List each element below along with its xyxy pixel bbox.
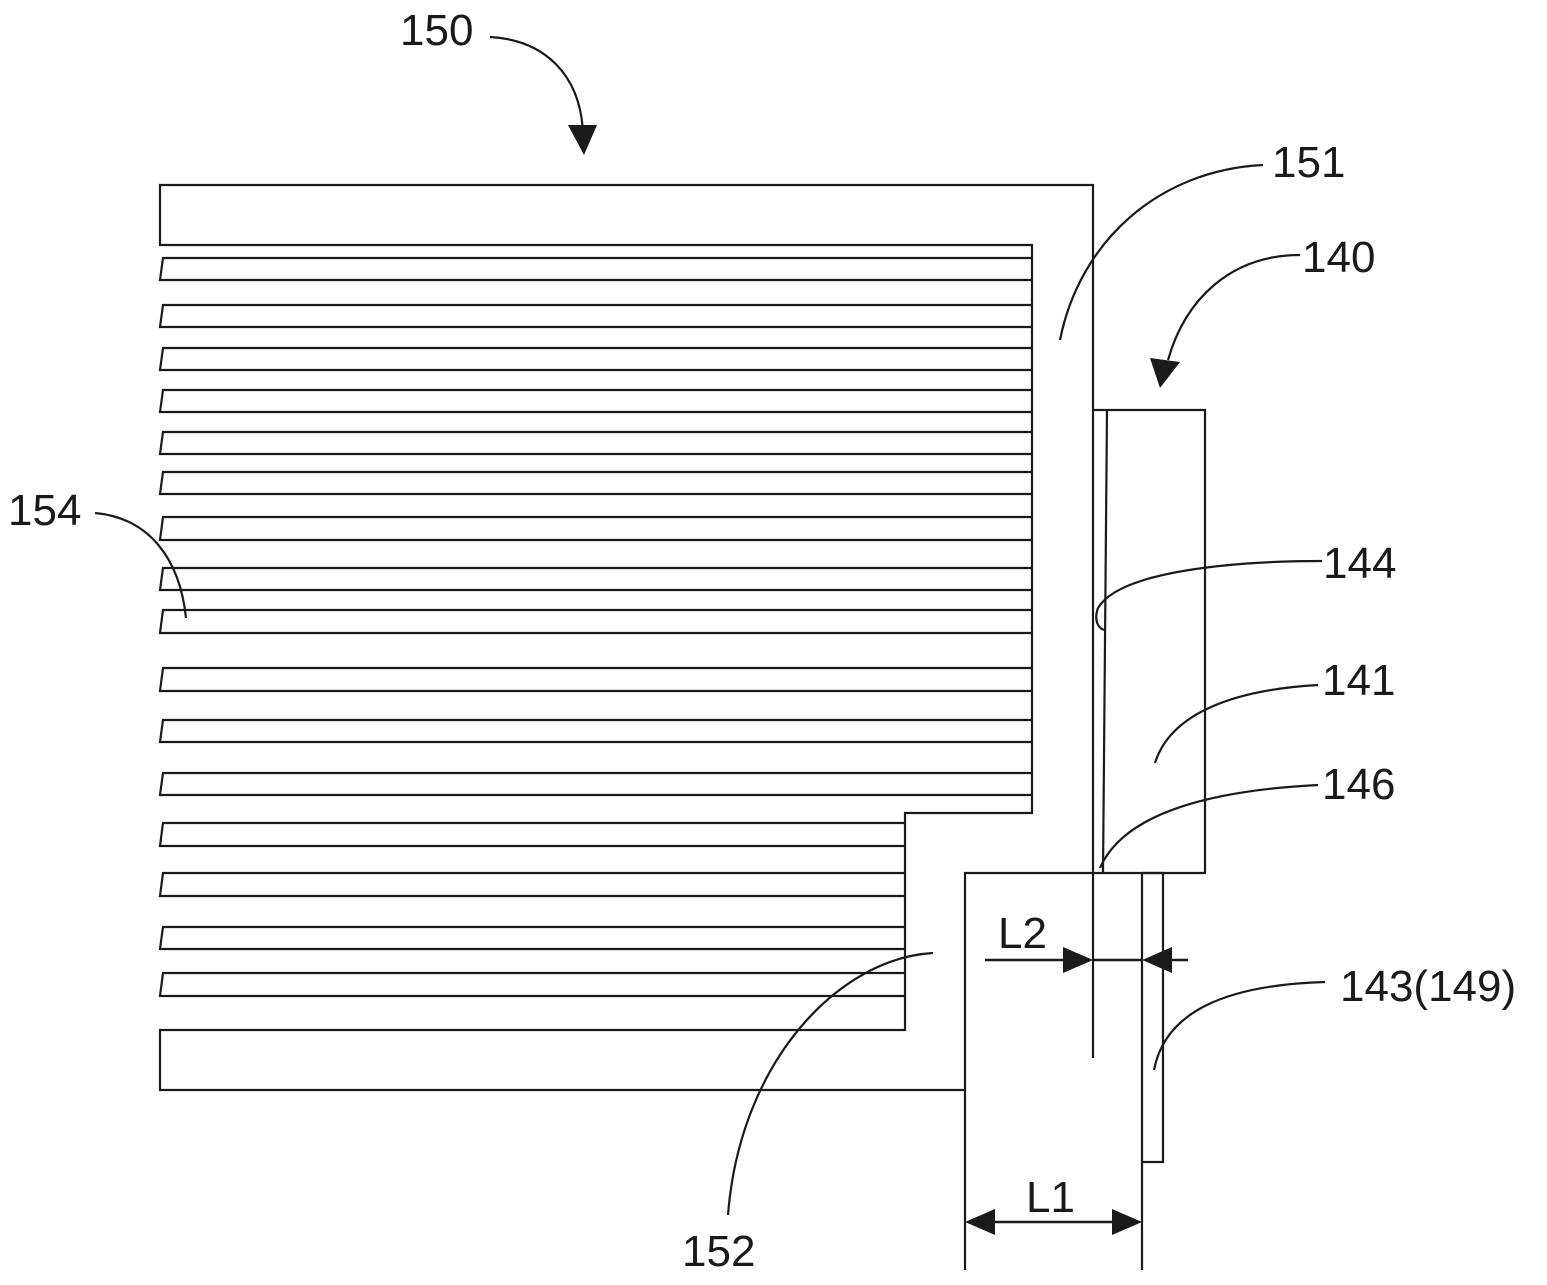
component-150-outline xyxy=(158,183,1095,1092)
leader-141: 141 xyxy=(1153,656,1395,764)
label-140: 140 xyxy=(1302,233,1375,282)
inner-surface-144 xyxy=(1101,409,1109,874)
label-152: 152 xyxy=(682,1227,755,1276)
leader-150: 150 xyxy=(400,6,597,155)
leader-140: 140 xyxy=(1150,233,1375,388)
component-143-outline xyxy=(1142,871,1165,1164)
fin xyxy=(158,971,905,998)
fin xyxy=(158,871,905,898)
dimension-l1-label: L1 xyxy=(1026,1173,1075,1222)
fin xyxy=(158,515,1032,542)
fin xyxy=(158,303,1032,329)
dimension-l2: L2 xyxy=(985,909,1188,973)
label-141: 141 xyxy=(1322,656,1395,705)
leader-151: 151 xyxy=(1058,138,1345,341)
leader-144: 144 xyxy=(1095,539,1396,632)
label-143: 143(149) xyxy=(1340,962,1516,1011)
fin xyxy=(158,346,1032,372)
leader-152: 152 xyxy=(682,951,934,1276)
fin xyxy=(158,771,1032,797)
fin-stack-154 xyxy=(158,256,1032,998)
leader-143: 143(149) xyxy=(1152,962,1516,1071)
leader-146: 146 xyxy=(1098,760,1395,869)
fin xyxy=(158,470,1032,496)
fin xyxy=(158,666,1032,693)
fin xyxy=(158,430,1032,456)
dimension-l1: L1 xyxy=(965,1173,1142,1235)
dimension-l2-label: L2 xyxy=(998,909,1047,958)
fin xyxy=(158,566,1032,592)
fin xyxy=(158,821,905,848)
fin xyxy=(158,925,905,951)
fin xyxy=(158,388,1032,414)
fin xyxy=(158,608,1032,635)
label-154: 154 xyxy=(8,486,81,535)
label-144: 144 xyxy=(1323,539,1396,588)
label-151: 151 xyxy=(1272,138,1345,187)
label-146: 146 xyxy=(1322,760,1395,809)
fin xyxy=(158,256,1032,282)
fin xyxy=(158,718,1032,744)
leader-154: 154 xyxy=(8,486,188,619)
label-150: 150 xyxy=(400,6,473,55)
